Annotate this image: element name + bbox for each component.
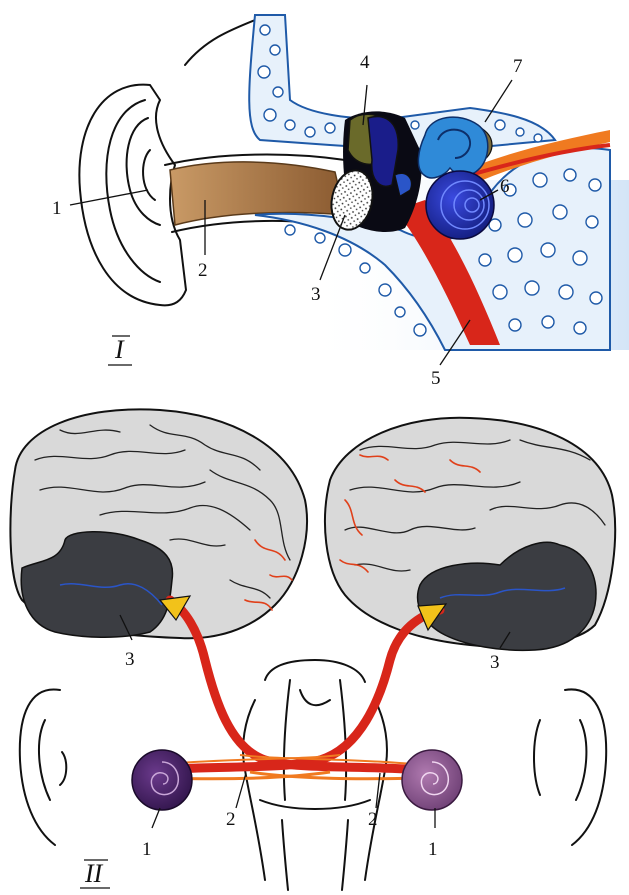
label-5: 5 [431, 368, 441, 389]
label-4: 4 [360, 52, 370, 73]
panel-ii: 3 3 2 2 1 1 II [10, 409, 615, 890]
label-2: 2 [198, 260, 208, 281]
panel-i: 1 2 3 4 5 6 7 I [52, 15, 629, 389]
left-cochlea [132, 750, 192, 810]
label-1: 1 [52, 198, 62, 219]
label-2-left: 2 [226, 809, 236, 830]
label-1-left: 1 [142, 839, 152, 860]
right-cochlea [402, 750, 462, 810]
semicircular-canals [418, 117, 487, 178]
label-2-right: 2 [368, 809, 378, 830]
label-3-left: 3 [125, 649, 135, 670]
right-hemisphere [325, 418, 615, 651]
right-ear [534, 689, 606, 845]
cochlea-inner [426, 171, 494, 239]
panel-ii-numeral: II [84, 859, 104, 888]
label-3: 3 [311, 284, 321, 305]
label-1-right: 1 [428, 839, 438, 860]
left-ear [20, 689, 66, 845]
label-7: 7 [513, 56, 523, 77]
ossicle-incus [368, 117, 398, 187]
left-hemisphere [10, 409, 307, 638]
panel-i-numeral: I [114, 335, 125, 364]
auricle [79, 85, 186, 306]
label-6: 6 [500, 176, 510, 197]
label-3-right: 3 [490, 652, 500, 673]
